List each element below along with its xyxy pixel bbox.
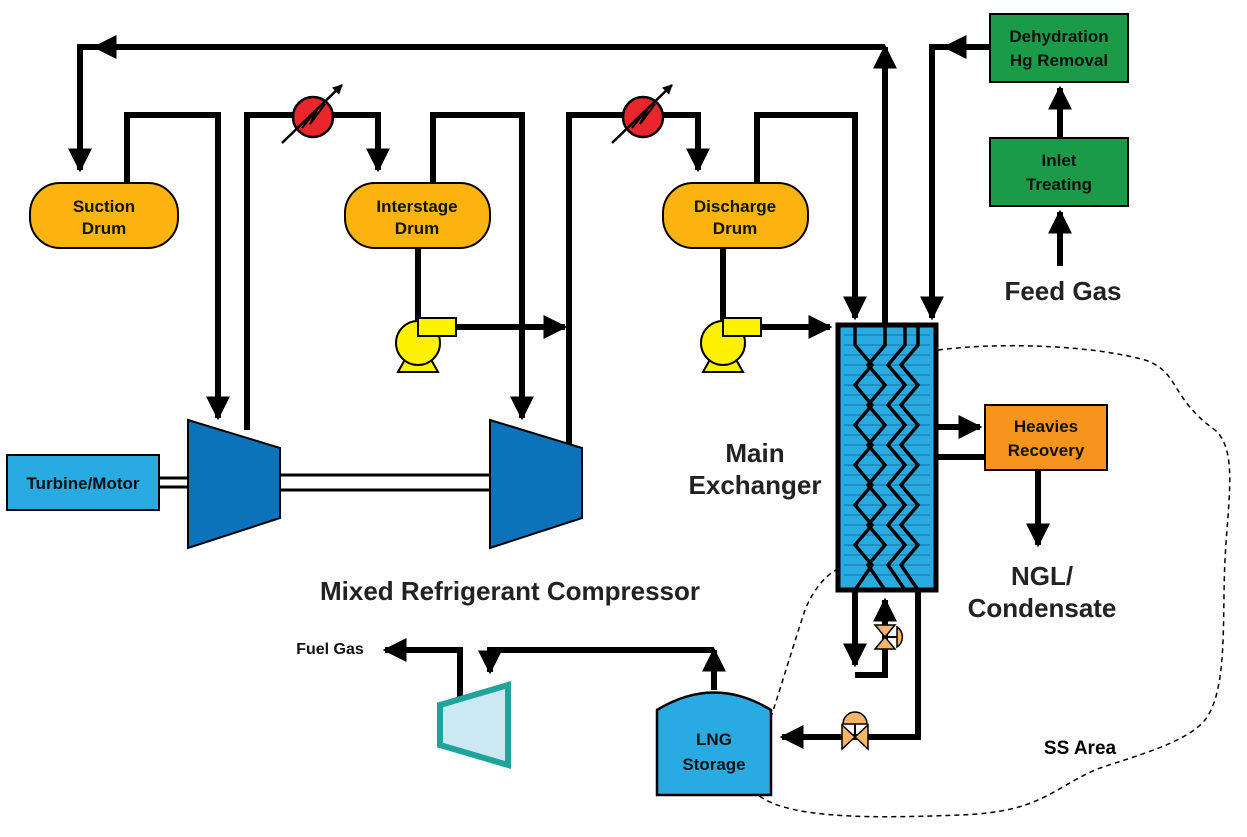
interstage-drum-label-1: Interstage <box>376 197 457 216</box>
compressor-title: Mixed Refrigerant Compressor <box>320 576 700 606</box>
lng-storage-label-2: Storage <box>682 755 745 774</box>
inlet-treating-label-1: Inlet <box>1042 151 1077 170</box>
heavies-recovery-label-1: Heavies <box>1014 417 1078 436</box>
ss-area-boundary <box>750 344 1231 818</box>
ss-area-label: SS Area <box>1044 738 1117 759</box>
dehydration-label-1: Dehydration <box>1009 27 1108 46</box>
interstage-drum: Interstage Drum <box>344 182 491 249</box>
cooler-2-icon <box>611 84 673 144</box>
compressor-1-icon <box>187 418 281 550</box>
main-exchanger <box>835 322 939 593</box>
discharge-drum: Discharge Drum <box>662 182 809 249</box>
main-exchanger-label-1: Main <box>725 438 784 468</box>
ngl-condensate-label-1: NGL/ <box>1011 561 1073 591</box>
lng-storage-tank: LNG Storage <box>655 691 773 797</box>
main-exchanger-label-2: Exchanger <box>689 470 822 500</box>
lng-storage-label-1: LNG <box>696 730 732 749</box>
cooler-1-icon <box>281 84 343 144</box>
fuel-gas-label: Fuel Gas <box>296 641 364 658</box>
suction-drum: Suction Drum <box>29 182 179 249</box>
heavies-recovery-box: Heavies Recovery <box>984 404 1108 471</box>
expander-icon <box>437 680 511 770</box>
discharge-drum-label-2: Drum <box>713 219 757 238</box>
discharge-drum-label-1: Discharge <box>694 197 776 216</box>
suction-drum-label-2: Drum <box>82 219 126 238</box>
suction-drum-label-1: Suction <box>73 197 135 216</box>
dehydration-hg-removal-box: Dehydration Hg Removal <box>989 13 1129 83</box>
turbine-motor-label: Turbine/Motor <box>27 474 140 493</box>
turbine-motor-box: Turbine/Motor <box>6 454 160 511</box>
feed-gas-label: Feed Gas <box>1004 276 1121 306</box>
valve-1-icon <box>873 624 904 650</box>
dehydration-label-2: Hg Removal <box>1010 51 1108 70</box>
flow-lines <box>68 35 1072 749</box>
pump-1-icon <box>395 317 457 373</box>
ngl-condensate-label-2: Condensate <box>968 593 1117 623</box>
heavies-recovery-label-2: Recovery <box>1008 441 1085 460</box>
inlet-treating-box: Inlet Treating <box>989 137 1129 207</box>
interstage-drum-label-2: Drum <box>395 219 439 238</box>
valve-2-icon <box>841 711 869 751</box>
inlet-treating-label-2: Treating <box>1026 175 1092 194</box>
pump-2-icon <box>700 317 762 373</box>
compressor-2-icon <box>489 418 583 550</box>
